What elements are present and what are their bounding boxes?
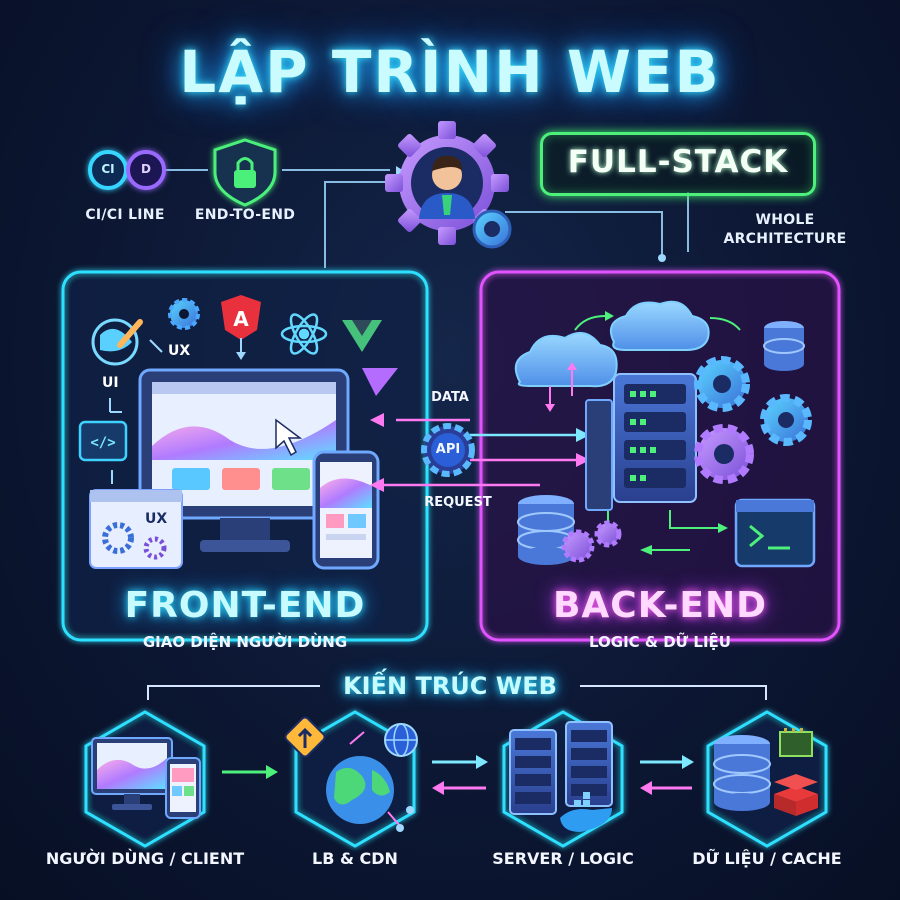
api-gear-icon [421, 423, 475, 477]
developer-gear-icon [385, 121, 512, 249]
load-balancer-globe-icon [284, 716, 418, 832]
svg-text:A: A [233, 307, 249, 331]
database-cache-icon [713, 728, 818, 816]
flow-arrows [370, 413, 590, 492]
redis-icon [774, 774, 818, 816]
fullstack-box [540, 132, 816, 196]
database-icon-top [763, 321, 805, 371]
fullstack-label: FULL-STACK [567, 144, 789, 180]
ui-label: UI [102, 375, 119, 391]
client-devices-icon [91, 737, 201, 819]
frontend-subtitle: GIAO DIỆN NGƯỜI DÙNG [142, 633, 348, 651]
node-server-label: SERVER / LOGIC [492, 849, 634, 868]
end-to-end-label: END-TO-END [194, 207, 296, 223]
top-connector-lines [128, 169, 689, 268]
ci-cd-icon [88, 150, 166, 190]
terminal-icon [734, 498, 816, 568]
backend-pink-arrows [549, 368, 573, 406]
angular-icon: A [221, 295, 261, 340]
whole-architecture-line2: ARCHITECTURE [723, 231, 847, 247]
paint-brush-icon [91, 318, 143, 366]
gear-icon [168, 298, 200, 330]
whole-architecture-line1: WHOLE [755, 212, 815, 228]
database-icon-bottom [517, 495, 622, 565]
page-title: LẬP TRÌNH WEB [179, 38, 721, 106]
node-lb-cdn-label: LB & CDN [312, 849, 398, 868]
ci-left-text: CI [101, 162, 115, 176]
cloud-icon [514, 331, 618, 388]
node-data-cache-label: DỮ LIỆU / CACHE [692, 849, 842, 868]
server-docker-icon [509, 721, 613, 832]
react-icon [280, 313, 328, 355]
ci-right-text: D [141, 162, 151, 176]
frontend-small-arrows [109, 338, 246, 484]
api-label: API [435, 442, 461, 457]
architecture-bracket [147, 685, 767, 700]
ux-settings-card [89, 489, 183, 569]
vite-icon [362, 368, 398, 396]
ux-top-label: UX [168, 343, 191, 359]
bottom-flow-arrows [222, 755, 694, 795]
shield-lock-icon [213, 138, 277, 207]
frontend-title: FRONT-END [124, 585, 366, 626]
node-client-label: NGƯỜI DÙNG / CLIENT [45, 849, 245, 868]
backend-subtitle: LOGIC & DỮ LIỆU [589, 633, 731, 651]
phone-illustration [312, 450, 380, 570]
server-rack-icon [585, 373, 697, 511]
data-flow-label: DATA [431, 390, 469, 405]
monitor-illustration [138, 368, 350, 552]
cloud-icon-top [610, 300, 710, 351]
ux-card-label: UX [145, 511, 168, 527]
ci-cd-label: CI/CI LINE [85, 207, 165, 223]
request-flow-label: REQUEST [424, 495, 492, 510]
backend-title: BACK-END [552, 585, 768, 626]
vue-icon [342, 320, 382, 352]
svg-text:</>: </> [90, 435, 115, 451]
architecture-title: KIẾN TRÚC WEB [343, 672, 557, 700]
code-window-icon: </> [78, 420, 128, 462]
whole-architecture-label: WHOLE ARCHITECTURE [710, 211, 860, 249]
gear-cluster-icon [694, 356, 812, 484]
